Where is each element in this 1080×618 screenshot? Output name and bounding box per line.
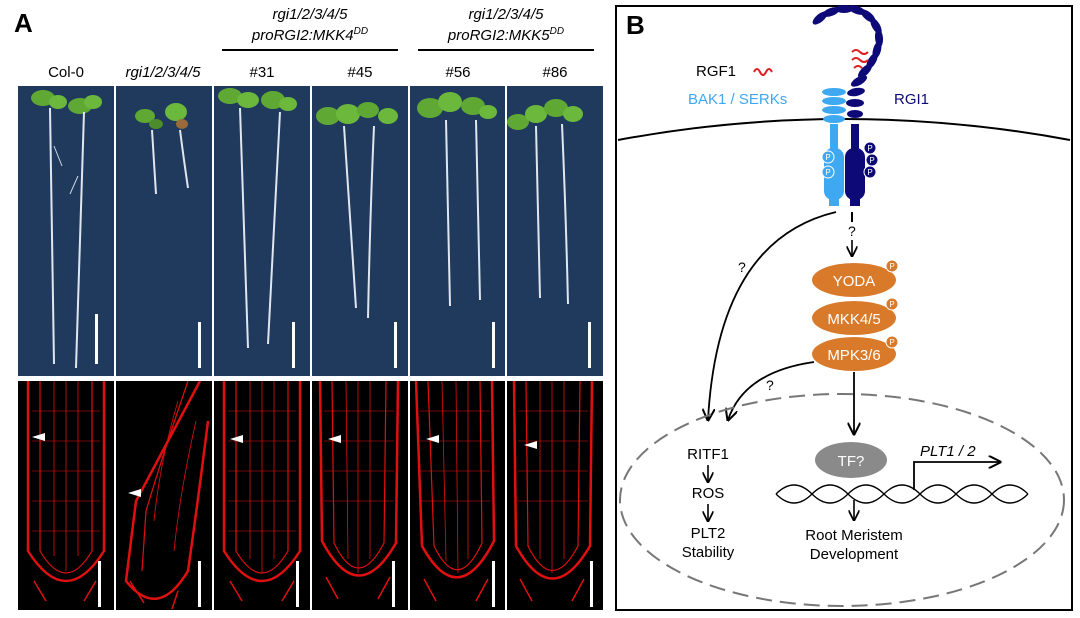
group-mkk4-bar <box>222 49 398 51</box>
rgi1-phospho: P P P <box>863 141 879 179</box>
ros-label: ROS <box>692 485 725 502</box>
group-mkk5-header: rgi1/2/3/4/5 proRGI2:MKK5DD <box>408 6 604 44</box>
seedling-45 <box>316 102 398 368</box>
group-mkk5-construct: proRGI2:MKK5 <box>447 27 550 44</box>
tf-label: TF? <box>838 453 865 470</box>
rgi1-label: RGI1 <box>894 91 929 108</box>
plt-gene-label: PLT1 / 2 <box>920 443 976 460</box>
yoda-label: YODA <box>833 273 876 290</box>
bak1-phospho: P P <box>821 150 835 179</box>
column-label-56: #56 <box>445 64 471 81</box>
nucleus-outline <box>619 393 1065 607</box>
seedling-31 <box>218 88 297 368</box>
confocal-photo-svg <box>18 381 603 610</box>
root-45 <box>318 381 400 607</box>
column-label-col0: Col-0 <box>48 64 84 81</box>
rgf1-bound <box>851 49 869 69</box>
seedling-rgi <box>135 103 201 368</box>
svg-text:P: P <box>889 338 894 347</box>
arrow-receptor-to-ritf1 <box>708 211 837 420</box>
root-56 <box>414 381 496 607</box>
group-mkk5-sup: DD <box>549 26 565 37</box>
rgi1-kinase <box>845 148 865 200</box>
svg-text:P: P <box>867 144 872 153</box>
plt2-label: PLT2 <box>691 525 726 542</box>
seedling-photo-row <box>18 86 603 376</box>
confocal-photo-row <box>18 381 603 610</box>
root-col0 <box>26 381 106 607</box>
mapk-cascade: YODA P MKK4/5 P MPK3/6 P <box>812 259 899 371</box>
group-mkk4-sup: DD <box>353 26 369 37</box>
bak1-tm <box>830 124 838 152</box>
question-mark-down: ? <box>848 223 856 239</box>
column-label-31: #31 <box>249 64 275 81</box>
group-mkk5-line1: rgi1/2/3/4/5 <box>468 6 544 23</box>
seedling-86 <box>507 99 591 368</box>
column-label-86: #86 <box>542 64 568 81</box>
group-mkk5-bar <box>418 49 594 51</box>
root-86 <box>512 381 594 607</box>
group-mkk5-line2: proRGI2:MKK5DD <box>408 23 604 44</box>
mkk45-label: MKK4/5 <box>827 311 880 328</box>
transcription-arrow <box>913 462 1000 490</box>
seedling-col0 <box>31 90 102 369</box>
column-label-rgi: rgi1/2/3/4/5 <box>125 64 201 81</box>
question-mark-mpk: ? <box>766 377 774 393</box>
svg-text:P: P <box>869 156 874 165</box>
seedling-photo-svg <box>18 86 603 376</box>
column-label-45: #45 <box>347 64 373 81</box>
panel-a-label: A <box>14 8 33 38</box>
tf-ellipse <box>815 442 887 478</box>
mpk36-label: MPK3/6 <box>827 347 880 364</box>
root-rgi <box>124 381 210 610</box>
development-label: Development <box>810 546 899 563</box>
panel-b-label: B <box>626 10 645 40</box>
root-meristem-label: Root Meristem <box>805 527 903 544</box>
rgi1-coil <box>812 5 884 118</box>
group-mkk4-construct: proRGI2:MKK4 <box>251 27 354 44</box>
svg-text:P: P <box>889 262 894 271</box>
group-mkk4-line2: proRGI2:MKK4DD <box>212 23 408 44</box>
group-mkk4-header: rgi1/2/3/4/5 proRGI2:MKK4DD <box>212 6 408 44</box>
bak1-extracellular <box>822 88 846 123</box>
svg-text:P: P <box>825 153 830 162</box>
rgf1-label: RGF1 <box>696 63 736 80</box>
svg-text:P: P <box>825 168 830 177</box>
question-mark-left: ? <box>738 259 746 275</box>
arrow-mpk-to-ritf1 <box>728 361 815 420</box>
rgi1-tm <box>851 124 859 152</box>
bak1-label: BAK1 / SERKs <box>688 91 787 108</box>
rgf1-icon <box>753 68 773 76</box>
pathway-diagram: B P P P P <box>615 5 1073 611</box>
stability-label: Stability <box>682 544 735 561</box>
root-31 <box>222 381 302 607</box>
seedling-56 <box>417 92 497 368</box>
dna-helix <box>775 484 1029 504</box>
svg-text:P: P <box>867 168 872 177</box>
svg-text:P: P <box>889 300 894 309</box>
group-mkk4-line1: rgi1/2/3/4/5 <box>272 6 348 23</box>
ritf1-label: RITF1 <box>687 446 729 463</box>
